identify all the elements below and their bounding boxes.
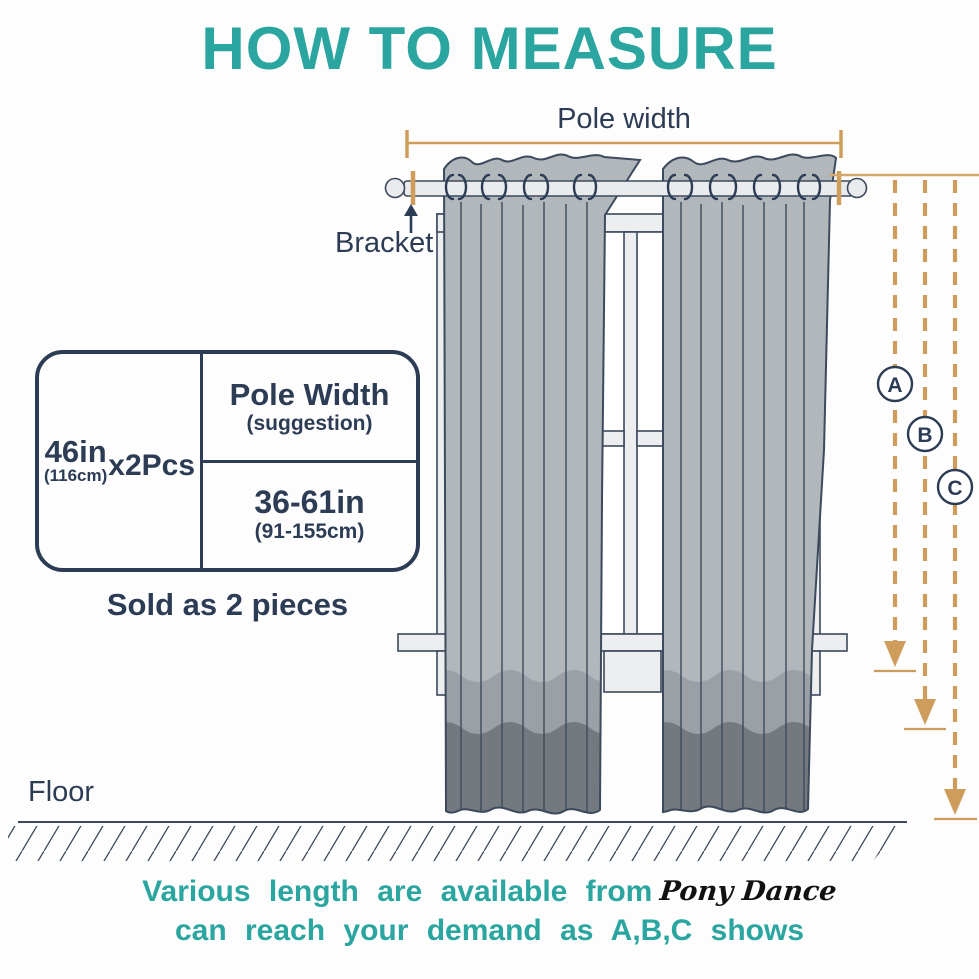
window-mullion (623, 231, 638, 635)
rod-finial-left (384, 177, 406, 199)
curtain-left-dark-band (444, 722, 622, 814)
size-table: 46in (116cm) x2Pcs Pole Width (suggestio… (35, 350, 420, 572)
footer-note: Various length are available from Pony D… (0, 872, 979, 950)
pole-width-measure (405, 130, 843, 158)
page-title: HOW TO MEASURE (201, 15, 778, 82)
curtain-left-folds (460, 202, 588, 814)
footer-line2-text: can reach your demand as A,B,C shows (174, 914, 805, 947)
marker-circle-c (936, 468, 974, 506)
curtain-right-dark-band (663, 722, 836, 813)
floor-hatch (8, 826, 902, 861)
floor-label: Floor (28, 776, 95, 808)
sold-note: Sold as 2 pieces (106, 587, 349, 622)
marker-circle-a (876, 365, 914, 403)
pole-width-range: 36-61in (254, 484, 365, 521)
pole-width-column-title: Pole Width (229, 376, 390, 412)
curtain-right-folds (680, 202, 805, 813)
brand-logo: Pony Dance (658, 876, 839, 907)
marker-circle-b (906, 415, 944, 453)
curtain-hooks (444, 173, 822, 201)
pole-width-label: Pole width (557, 103, 691, 135)
bracket-arrow (404, 204, 418, 233)
size-table-range-cell: 36-61in (91-155cm) (203, 463, 416, 569)
footer-line1-text: Various length are available from (142, 875, 653, 908)
pole-width-column-subtitle: (suggestion) (246, 411, 373, 435)
pole-width-range-metric: (91-155cm) (254, 520, 365, 544)
size-table-panel-cell: 46in (116cm) x2Pcs (39, 354, 203, 568)
length-markers: A B C (876, 365, 974, 506)
panel-width-value: 46in (44, 434, 107, 469)
pieces-value: x2Pcs (108, 449, 196, 482)
length-line-b (904, 180, 946, 731)
marker-label-a: A (887, 374, 902, 397)
marker-label-c: C (947, 477, 962, 500)
curtain-panel-left (442, 153, 642, 815)
length-line-a (874, 180, 916, 673)
bracket-label: Bracket (335, 227, 434, 259)
bracket-markers (410, 171, 842, 205)
size-table-header-cell: Pole Width (suggestion) (203, 354, 416, 463)
arrow-down-b (914, 699, 936, 725)
curtain-rod (384, 177, 868, 199)
window-crossbar-right (636, 430, 665, 447)
curtain-panel-right (662, 153, 838, 814)
window-apron (603, 650, 662, 693)
rod-finial-right (846, 177, 868, 199)
panel-width-metric: (116cm) (43, 466, 108, 485)
arrow-down-c (944, 789, 966, 815)
floor (8, 821, 907, 861)
marker-label-b: B (917, 424, 932, 447)
arrow-down-a (884, 641, 906, 667)
